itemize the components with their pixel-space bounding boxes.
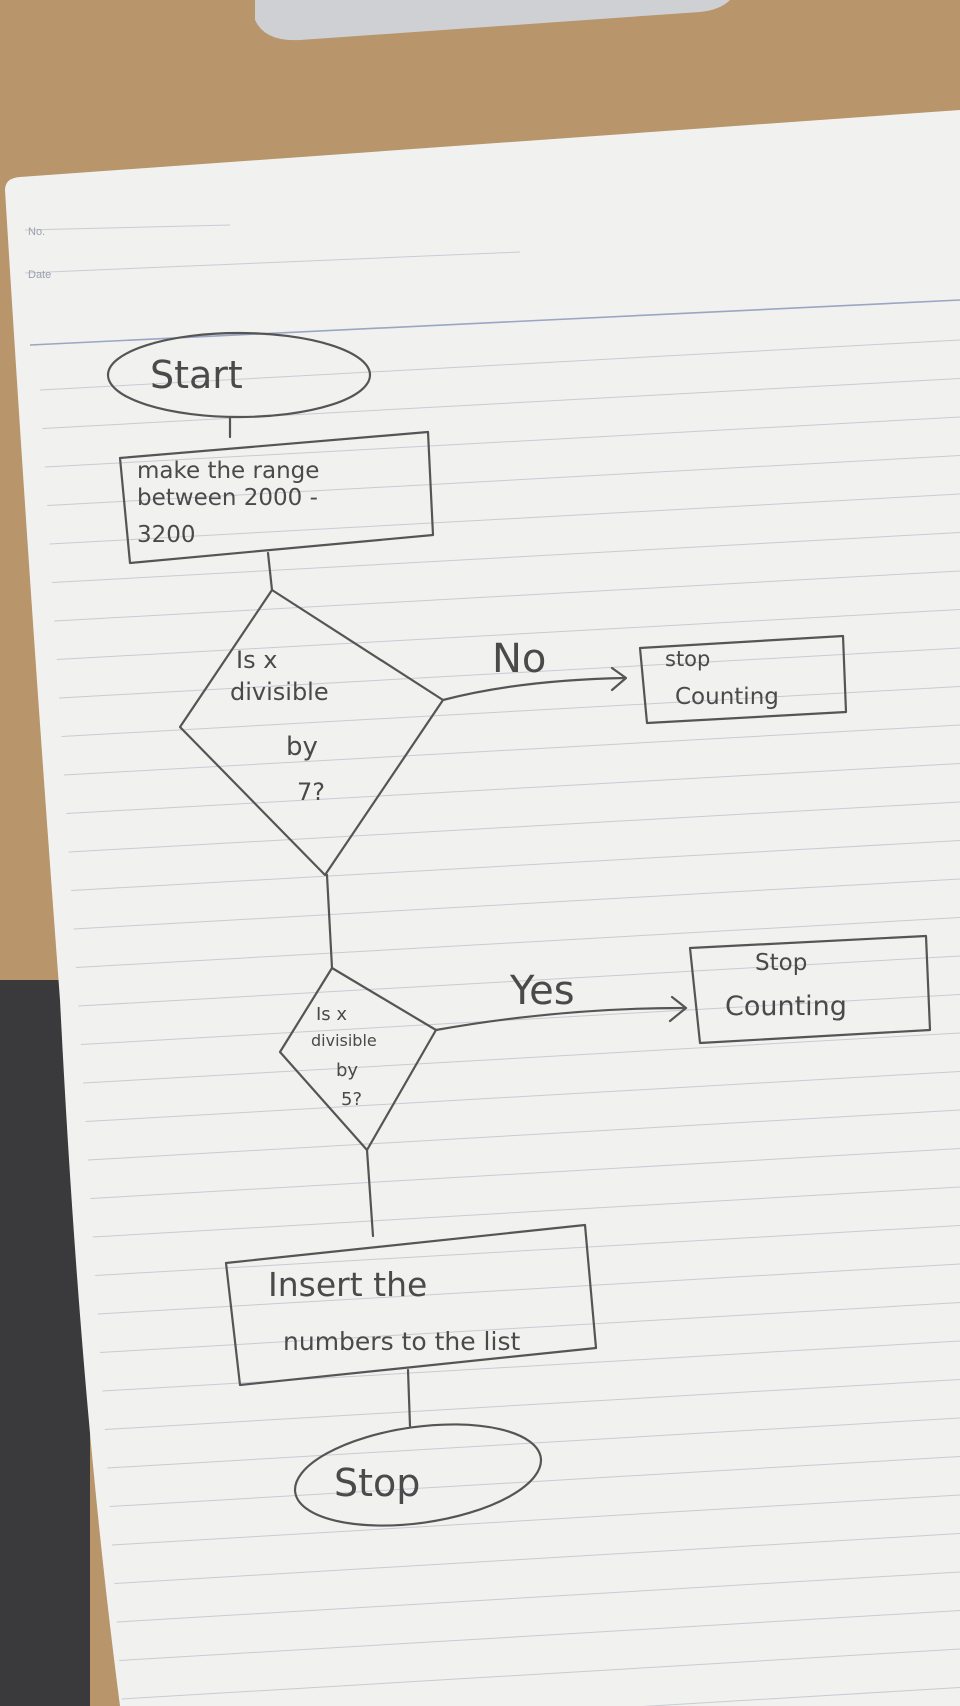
insert-numbers-box — [224, 1223, 598, 1387]
yes-label: Yes — [509, 968, 575, 1014]
ruled-line — [42, 378, 960, 429]
ruled-line — [75, 917, 960, 968]
ruled-line — [102, 1340, 960, 1392]
ruled-line — [66, 763, 960, 814]
ruled-line — [104, 1379, 960, 1430]
stop-counting-2-line-2: Counting — [725, 991, 847, 1022]
ruled-line — [85, 1071, 960, 1122]
ruled-line — [642, 1687, 960, 1706]
stop-counting-1-line-1: stop — [665, 647, 710, 671]
stop-counting-2-line-1: Stop — [755, 950, 807, 976]
header-rule — [24, 251, 521, 274]
decision2-line-4: 5? — [341, 1089, 362, 1110]
connector-decision1-decision2 — [325, 873, 334, 970]
connector-decision2-insert — [365, 1148, 375, 1238]
stop-terminal — [293, 1423, 543, 1527]
ruled-line — [59, 647, 960, 699]
stop-counting-box-1 — [638, 634, 848, 725]
ruled-line — [90, 1148, 960, 1199]
ruled-line — [99, 1302, 960, 1353]
decision2-line-2: divisible — [311, 1031, 377, 1050]
yes-arrowhead — [668, 995, 688, 1023]
ruled-line — [56, 609, 960, 660]
decision2-line-3: by — [336, 1060, 358, 1081]
stop-counting-1-line-2: Counting — [675, 684, 779, 710]
ruled-line — [78, 955, 960, 1007]
notebook-page — [5, 110, 960, 1706]
ruled-line — [95, 1225, 960, 1276]
header-date-label: Date — [28, 269, 51, 281]
ruled-line — [119, 1610, 960, 1661]
range-process-line-1: make the range — [137, 458, 319, 484]
header-no-label: No. — [28, 226, 45, 238]
connector-process-decision1 — [266, 551, 274, 592]
start-label: Start — [150, 353, 243, 397]
insert-line-1: Insert the — [268, 1265, 427, 1304]
ruled-line — [47, 455, 960, 506]
yes-arrow — [434, 1006, 685, 1032]
range-process-line-3: 3200 — [137, 522, 196, 548]
ruled-line — [121, 1648, 960, 1700]
ruled-line — [87, 1109, 960, 1161]
ruled-line — [51, 532, 960, 583]
ruled-line — [39, 339, 960, 391]
decision1-line-4: 7? — [297, 778, 325, 806]
decision1-line-2: divisible — [230, 678, 329, 706]
ruled-line — [116, 1571, 960, 1623]
laptop-corner — [255, 0, 730, 41]
ruled-line — [92, 1186, 960, 1238]
header-rule — [24, 224, 231, 231]
ruled-line — [68, 801, 960, 853]
ruled-line — [44, 416, 960, 468]
ruled-line — [80, 994, 960, 1045]
range-process-line-2: between 2000 - — [137, 485, 318, 511]
ruled-line — [73, 878, 960, 930]
no-label: No — [492, 636, 546, 682]
ruled-line — [83, 1032, 960, 1084]
ruled-line — [111, 1494, 960, 1546]
ruled-line — [97, 1263, 960, 1315]
decision-divisible-by-7 — [178, 588, 445, 877]
ruled-line — [63, 724, 960, 776]
decision1-line-3: by — [286, 732, 318, 762]
range-process-box — [118, 430, 435, 565]
stop-label: Stop — [334, 1461, 420, 1505]
ruled-line — [49, 493, 960, 545]
ruled-line — [114, 1533, 960, 1584]
ruled-line — [109, 1456, 960, 1507]
no-arrow — [441, 676, 627, 702]
ruled-line — [71, 840, 960, 891]
insert-line-2: numbers to the list — [283, 1327, 520, 1356]
start-terminal — [106, 331, 372, 419]
ruled-lines — [24, 224, 960, 1706]
no-arrowhead — [610, 666, 628, 692]
ruled-line — [107, 1417, 960, 1469]
decision1-line-1: Is x — [236, 646, 277, 674]
ruled-line — [61, 686, 960, 737]
decision2-line-1: Is x — [316, 1004, 347, 1025]
connector-insert-stop — [406, 1368, 412, 1428]
stop-counting-box-2 — [688, 934, 932, 1045]
ruled-line — [54, 570, 960, 622]
